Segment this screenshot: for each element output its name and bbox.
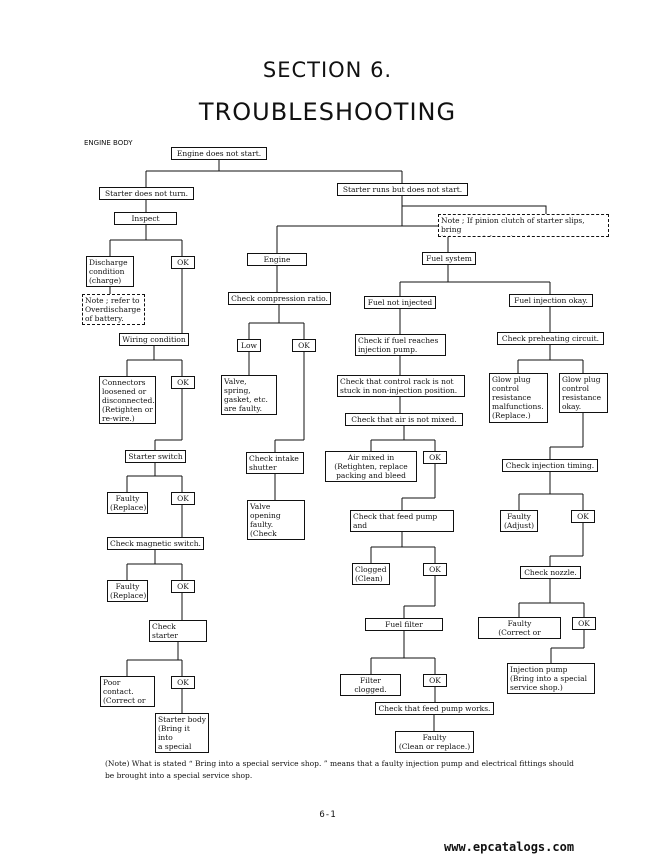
box-injection-pump: Injection pump (Bring into a special ser… [507,663,595,694]
section-heading: SECTION 6. [262,58,393,82]
box-filter-clogged: Filter clogged. (Replace.) [340,674,401,696]
box-valve-opening: Valve opening faulty. (Check and repair … [247,500,305,540]
box-faulty-nozzle: Faulty (Correct or replace.) [478,617,561,639]
connector-line-26 [401,464,436,510]
box-check-timing: Check injection timing. [502,459,598,472]
connector-line-17 [248,305,305,339]
box-check-preheating: Check preheating circuit. [497,332,604,345]
box-starter-runs: Starter runs but does not start. [337,183,468,196]
box-ok-air: OK [423,451,447,464]
box-ok-switch: OK [171,492,195,505]
connector-line-29 [370,631,436,674]
connector-line-35 [518,472,584,510]
box-faulty-magnetic: Faulty (Replace) [107,580,148,602]
watermark: www.epcatalogs.com [444,840,575,854]
connector-line-25 [370,426,436,451]
box-fuel-filter: Fuel filter clogged. [365,618,443,631]
box-root: Engine does not start. [171,147,267,160]
connector-line-11 [126,550,183,580]
connector-line-1 [145,160,403,187]
connector-line-27 [370,532,436,563]
box-fuel-system: Fuel system [422,252,476,265]
footer-note: (Note) What is stated “ Bring into a spe… [105,759,574,780]
box-inspect-battery: Inspect battery [114,212,177,225]
box-check-nozzle: Check nozzle. [520,566,581,579]
category-label: ENGINE BODY [84,139,133,147]
box-faulty-switch: Faulty (Replace) [107,492,148,514]
box-clogged: Clogged (Clean) [352,563,390,585]
box-ok-nozzle: OK [572,617,596,630]
box-compression: Check compression ratio. [228,292,331,305]
box-ok-wiring: OK [171,376,195,389]
connector-line-33 [517,345,584,373]
box-check-feed-strainer: Check that feed pump and strainer are no… [350,510,454,532]
box-ok-compression: OK [292,339,316,352]
connector-line-28 [403,576,436,618]
box-fuel-injection-ok: Fuel injection okay. [509,294,593,307]
box-air-mixed: Air mixed in (Retighten, replace packing… [325,451,417,482]
page-number: 6-1 [319,810,336,820]
connector-line-36 [549,523,584,566]
connector-line-3 [401,196,547,214]
box-check-brushes: Check starter brushes. [149,620,207,642]
box-ok-brushes: OK [171,676,195,689]
box-fuel-not-injected: Fuel not injected [364,296,436,309]
connector-line-7 [126,346,183,376]
box-ok-clogged: OK [423,563,447,576]
box-ok-filter: OK [423,674,447,687]
box-discharge: Discharge condition (charge) [86,256,134,287]
box-connectors: Connectors loosened or disconnected. (Re… [99,376,156,424]
connector-line-34 [549,413,584,459]
box-starter-no-turn: Starter does not turn. [99,187,194,200]
box-poor-contact: Poor contact. (Correct or replace.) [100,676,155,707]
note-battery: Note ; refer to Overdischarge of battery… [82,294,145,325]
box-check-feed-works: Check that feed pump works. [375,702,494,715]
box-faulty-timing: Faulty (Adjust) [500,510,538,532]
box-ok-battery: OK [171,256,195,269]
connector-line-4 [109,225,183,256]
box-starter-body: Starter body (Bring it into a special se… [155,713,209,753]
box-check-intake: Check intake shutter valve. [246,452,304,474]
connector-line-13 [126,642,183,676]
box-check-air: Check that air is not mixed. [345,413,463,426]
connector-line-19 [274,352,305,452]
box-glow-faulty: Glow plug control resistance malfunction… [489,373,548,423]
note-pinion-clutch: Note ; If pinion clutch of starter slips… [438,214,609,237]
connector-line-21 [399,265,551,296]
connector-line-9 [126,463,183,492]
box-low: Low [237,339,261,352]
connector-line-15 [276,206,449,253]
box-glow-ok: Glow plug control resistance okay. [559,373,608,413]
box-magnetic-switch: Check magnetic switch. [107,537,204,550]
connector-line-38 [550,630,585,663]
box-check-control-rack: Check that control rack is not stuck in … [337,375,465,397]
box-ok-magnetic: OK [171,580,195,593]
box-faulty-feed: Faulty (Clean or replace.) [395,731,474,753]
connector-line-37 [518,579,585,617]
box-check-fuel-reaches: Check if fuel reaches injection pump. [355,334,446,356]
box-starter-switch: Starter switch [125,450,186,463]
box-wiring: Wiring condition [119,333,189,346]
connector-line-8 [154,389,183,450]
box-ok-timing: OK [571,510,595,523]
box-valve-faulty: Valve, spring, gasket, etc. are faulty. … [221,375,277,415]
page-title: TROUBLESHOOTING [198,98,457,126]
box-engine-proper: Engine proper [247,253,307,266]
